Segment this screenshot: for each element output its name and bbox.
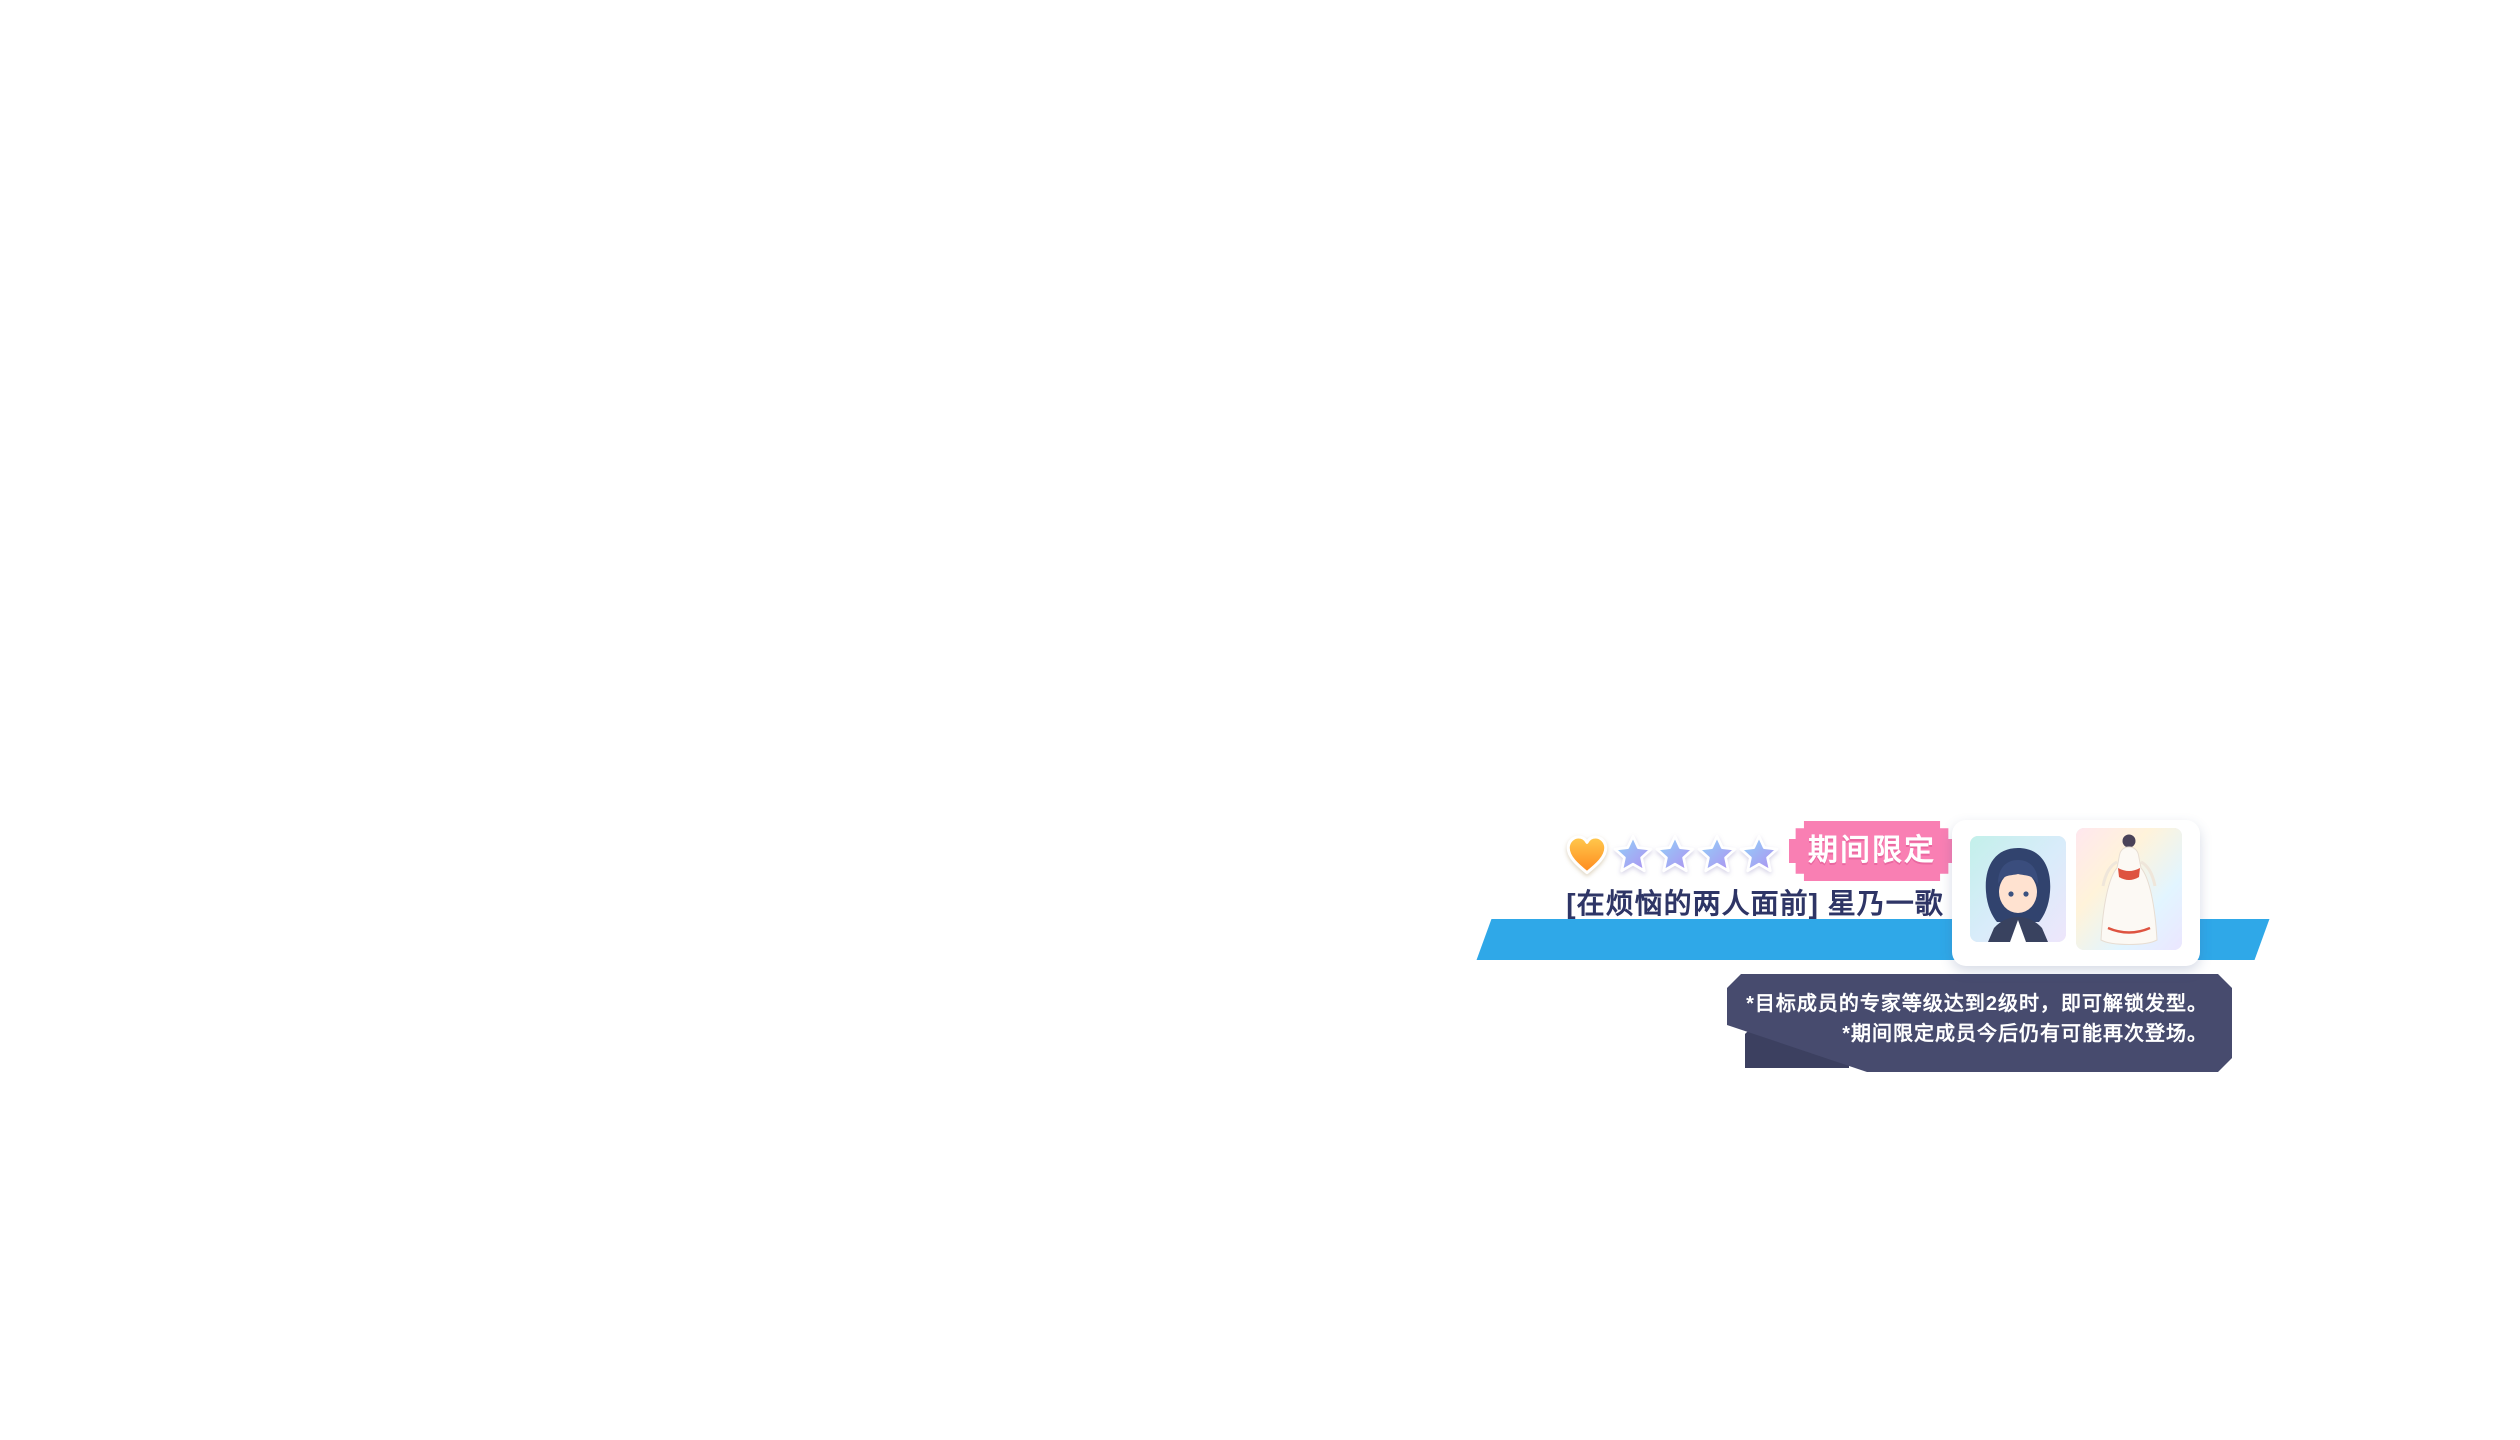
attribute-heart-icon bbox=[1564, 832, 1610, 878]
card-title: [在烦恼的两人面前] 星乃一歌 bbox=[1566, 888, 1944, 919]
rarity-star-icon bbox=[1737, 833, 1781, 877]
note-line-2: *期间限定成员今后仍有可能再次登场。 bbox=[1842, 1023, 2208, 1045]
rarity-star-icon bbox=[1611, 833, 1655, 877]
rarity-stars bbox=[1613, 833, 1781, 877]
rarity-row bbox=[1564, 831, 1781, 879]
costume-thumbnail[interactable] bbox=[2076, 828, 2182, 950]
thumbnail-card bbox=[1952, 820, 2200, 966]
note-line-1: *目标成员的专家等级达到2级时，即可解锁发型。 bbox=[1746, 993, 2208, 1015]
limited-badge: 期间限定 bbox=[1789, 821, 1955, 881]
rarity-star-icon bbox=[1695, 833, 1739, 877]
rarity-star-icon bbox=[1653, 833, 1697, 877]
member-portrait-thumbnail[interactable] bbox=[1970, 836, 2066, 942]
